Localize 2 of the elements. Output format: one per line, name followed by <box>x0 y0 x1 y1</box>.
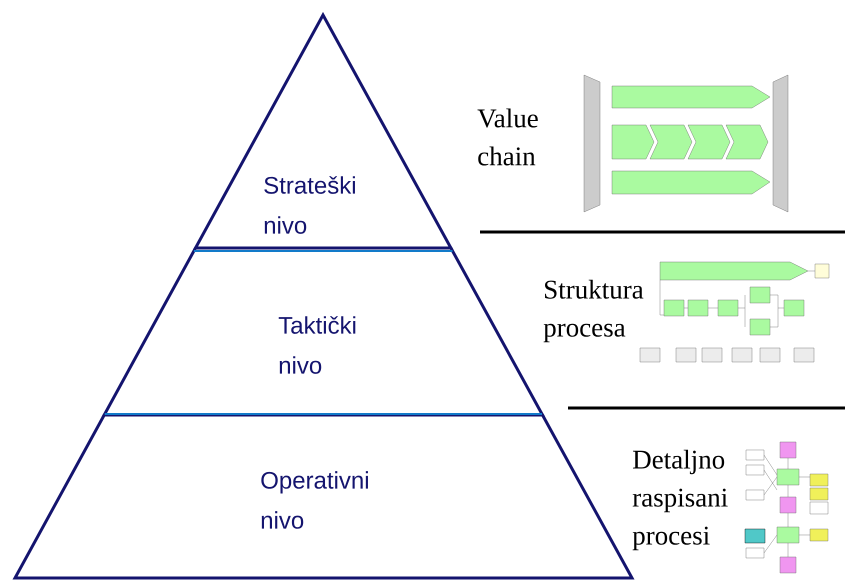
section-label: Struktura procesa <box>544 280 644 342</box>
section-label: Value chain <box>478 108 538 166</box>
